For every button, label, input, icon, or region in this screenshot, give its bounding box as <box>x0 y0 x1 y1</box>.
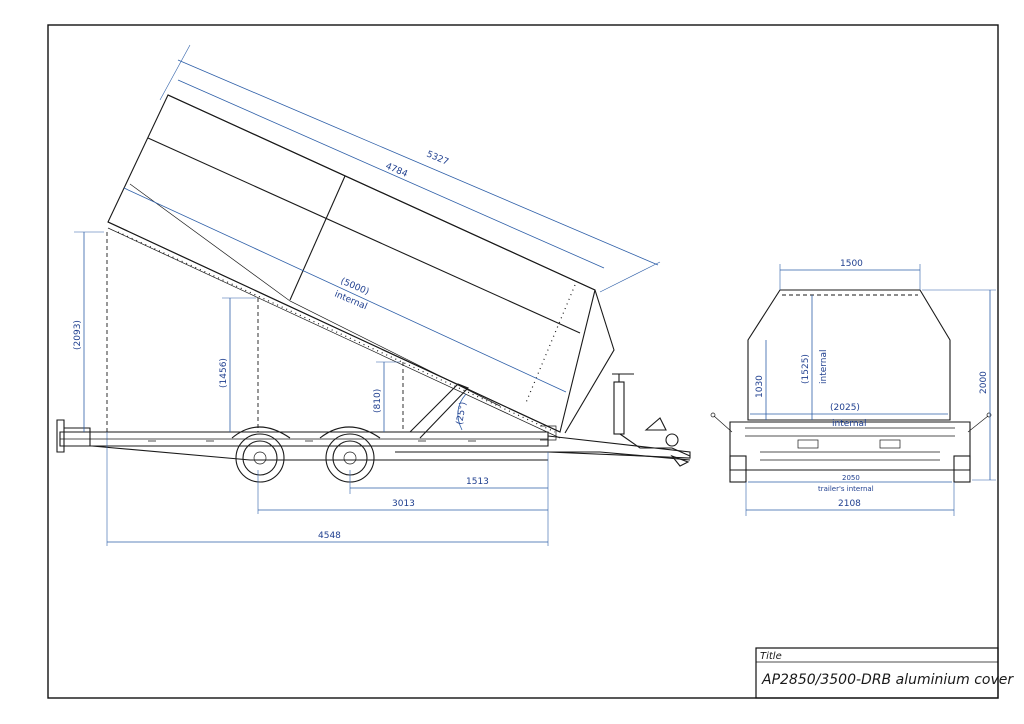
dim-4548-label: 4548 <box>318 531 341 541</box>
dim-2093: (2093) <box>73 231 104 432</box>
rear-chassis <box>710 412 992 483</box>
dim-4784: 4784 <box>177 79 605 269</box>
dim-angle: (25°) <box>455 393 469 431</box>
dim-5327: 5327 <box>159 44 661 293</box>
dim-2108-label: 2108 <box>838 499 861 509</box>
dim-810-label: (810) <box>373 389 383 413</box>
dim-1525-note: internal <box>819 349 829 384</box>
dim-5327-label: 5327 <box>425 150 450 168</box>
dim-1500: 1500 <box>779 259 921 290</box>
drawing-frame <box>47 24 999 699</box>
dim-1525-label: (1525) <box>801 354 811 384</box>
dim-1030-label: 1030 <box>755 375 765 398</box>
tipped-cargo-body <box>107 94 615 439</box>
wheel-front <box>231 426 291 483</box>
dim-2025-internal: (2025) internal <box>750 403 948 429</box>
dim-810: (810) <box>373 361 400 432</box>
dim-2025-note: internal <box>832 419 867 429</box>
dim-2050: 2050 trailer's internal <box>748 474 952 493</box>
title-value: AP2850/3500-DRB aluminium cover <box>761 672 1014 688</box>
dim-2025-label: (2025) <box>830 403 860 413</box>
dim-2050-label: 2050 <box>842 474 860 482</box>
dim-4784-label: 4784 <box>384 162 409 180</box>
dim-2108: 2108 <box>745 482 955 516</box>
dim-1456-label: (1456) <box>219 358 229 388</box>
jockey-wheel-and-hitch <box>612 373 691 467</box>
dim-3013: 3013 <box>257 470 548 514</box>
dim-1456: (1456) <box>219 297 256 432</box>
dim-1500-label: 1500 <box>840 259 863 269</box>
rear-view: 1500 (1525) internal 1030 2000 (2025) in… <box>710 259 996 516</box>
trailer-chassis <box>56 419 691 461</box>
dim-4548: 4548 <box>106 432 548 546</box>
dim-1513: 1513 <box>349 452 549 546</box>
dim-1525-internal: (1525) internal <box>801 295 829 420</box>
dim-3013-label: 3013 <box>392 499 415 509</box>
rear-cover <box>747 289 951 421</box>
dim-2000: 2000 <box>922 289 996 481</box>
side-view: 5327 4784 (5000) internal (2093) (1456) <box>56 44 691 546</box>
dim-angle-label: (25°) <box>455 401 469 425</box>
dim-2093-label: (2093) <box>73 320 83 350</box>
dim-5000-internal: (5000) internal <box>123 187 567 393</box>
dim-2050-note: trailer's internal <box>818 485 874 493</box>
dim-2000-label: 2000 <box>979 371 989 394</box>
dim-1030: 1030 <box>755 340 767 420</box>
title-block: Title AP2850/3500-DRB aluminium cover <box>755 647 1014 699</box>
title-label: Title <box>760 651 782 662</box>
dim-1513-label: 1513 <box>466 477 489 487</box>
